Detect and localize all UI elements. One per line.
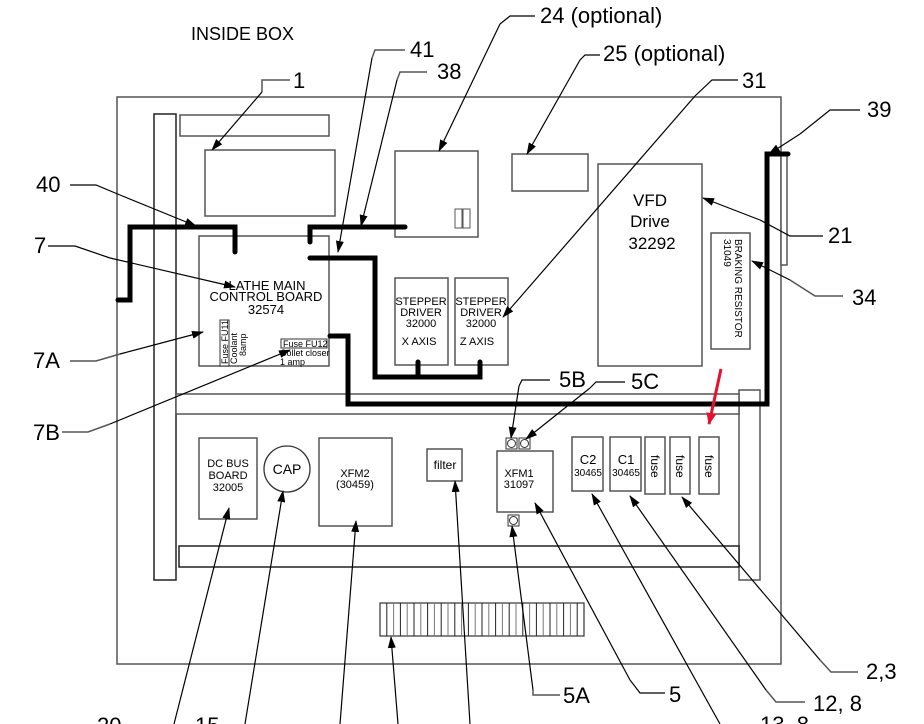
- stepper-z-line2: DRIVER: [460, 307, 502, 319]
- callout-21: 21: [828, 223, 852, 248]
- line-filter: [426, 448, 463, 482]
- callout-39: 39: [867, 97, 891, 122]
- vfd-line3: 32292: [628, 234, 675, 253]
- callout-25: 25 (optional): [603, 41, 725, 66]
- callout-34: 34: [852, 285, 876, 310]
- filter-label: filter: [434, 458, 457, 472]
- braking-resistor: [710, 232, 751, 350]
- terminal-5b: [505, 437, 518, 450]
- callout-1: 1: [293, 68, 305, 93]
- stepper-x-line3: 32000: [406, 318, 437, 330]
- fuse-fu11: Fuse FU11 Coolant 8amp: [219, 319, 248, 367]
- vfd-drive: [597, 163, 703, 367]
- xfm2-line2: (30459): [336, 479, 374, 491]
- wire-38: [307, 255, 483, 380]
- dc-bus-line2: BOARD: [208, 470, 247, 482]
- component-1-box: [204, 149, 336, 217]
- braking-resistor-line1: BRAKING RESISTOR: [732, 239, 743, 338]
- fuse-fu11-desc: Coolant: [229, 332, 239, 364]
- callout-20: 20: [97, 713, 121, 724]
- callout-31: 31: [742, 68, 766, 93]
- dc-bus-line1: DC BUS: [207, 458, 249, 470]
- callout-13-8: 13, 8: [760, 712, 809, 724]
- callout-24: 24 (optional): [540, 3, 662, 28]
- terminal-5c: [518, 437, 531, 450]
- wire-41: [307, 224, 408, 245]
- stepper-driver-x: [394, 277, 449, 366]
- diagram-title: INSIDE BOX: [191, 24, 294, 44]
- stepper-z-line1: STEPPER: [455, 296, 506, 308]
- highlight-arrow: [706, 368, 723, 425]
- stepper-z-line3: 32000: [466, 318, 497, 330]
- contactor-c2: [571, 436, 604, 492]
- fuse-fu12: Fuse FU12 Collet closer 1 amp: [280, 338, 330, 367]
- stepper-x-line1: STEPPER: [395, 296, 446, 308]
- callout-7: 7: [34, 233, 46, 258]
- callout-7b: 7B: [33, 420, 60, 445]
- callout-41: 41: [410, 37, 434, 62]
- vfd-line1: VFD: [633, 191, 667, 210]
- component-24-switch-b: [462, 208, 471, 229]
- callout-15: 15: [195, 713, 219, 724]
- callout-2-3: 2,3: [866, 659, 897, 684]
- fuse-b: [669, 436, 691, 495]
- callout-5a: 5A: [563, 683, 590, 708]
- top-strip: [179, 114, 330, 137]
- main-board-line2: CONTROL BOARD: [210, 289, 323, 304]
- c1-line1: C1: [618, 452, 635, 467]
- wire-40: [115, 224, 238, 303]
- stepper-x-line4: X AXIS: [402, 336, 437, 348]
- fuse-fu12-label: Fuse FU12: [283, 339, 328, 349]
- callout-5b: 5B: [559, 367, 586, 392]
- c2-line1: C2: [580, 452, 597, 467]
- callout-12-8: 12, 8: [813, 691, 862, 716]
- component-24-switch-a: [454, 208, 463, 229]
- right-din-rail: [738, 389, 761, 581]
- leaders: [48, 15, 860, 724]
- fuse-a-label: fuse: [648, 455, 662, 478]
- callout-5c: 5C: [631, 369, 659, 394]
- xfm1-line1: XFM1: [504, 468, 533, 480]
- braking-resistor-line2: 31049: [721, 239, 732, 267]
- terminal-5a: [507, 514, 520, 527]
- capacitor-label: CAP: [273, 461, 302, 477]
- main-board-line1: LATHE MAIN: [228, 278, 305, 293]
- c2-line2: 30465: [574, 468, 602, 479]
- fuse-b-label: fuse: [673, 455, 687, 478]
- left-din-rail: [153, 113, 177, 581]
- fuse-fu12-rating: 1 amp: [280, 357, 305, 367]
- xfm1-line2: 31097: [504, 479, 535, 491]
- fuse-fu12-desc: Collet closer: [280, 348, 330, 358]
- main-board-line3: 32574: [248, 302, 284, 317]
- c1-line2: 30465: [612, 468, 640, 479]
- stepper-z-line4: Z AXIS: [460, 336, 494, 348]
- dc-bus-board: [198, 437, 258, 520]
- callout-5: 5: [669, 682, 681, 707]
- stepper-driver-z: [454, 277, 509, 366]
- stepper-x-line2: DRIVER: [400, 307, 442, 319]
- transformer-xfm2: [318, 437, 393, 527]
- fuse-a: [644, 436, 666, 495]
- capacitor: [263, 445, 311, 493]
- xfm2-line1: XFM2: [340, 468, 369, 480]
- callout-40: 40: [36, 172, 60, 197]
- fuse-fu11-label: Fuse FU11: [220, 320, 230, 364]
- right-side-strip: [780, 154, 788, 266]
- terminal-strip: [379, 602, 585, 637]
- vfd-line2: Drive: [630, 212, 670, 231]
- dc-bus-line3: 32005: [213, 482, 244, 494]
- fuse-c: [698, 436, 720, 495]
- fuse-fu11-rating: 8amp: [238, 333, 248, 356]
- callout-38: 38: [437, 59, 461, 84]
- fuse-c-label: fuse: [702, 455, 716, 478]
- callout-7a: 7A: [33, 348, 60, 373]
- component-25-box: [511, 153, 589, 192]
- contactor-c1: [609, 436, 642, 492]
- transformer-xfm1: [496, 450, 554, 513]
